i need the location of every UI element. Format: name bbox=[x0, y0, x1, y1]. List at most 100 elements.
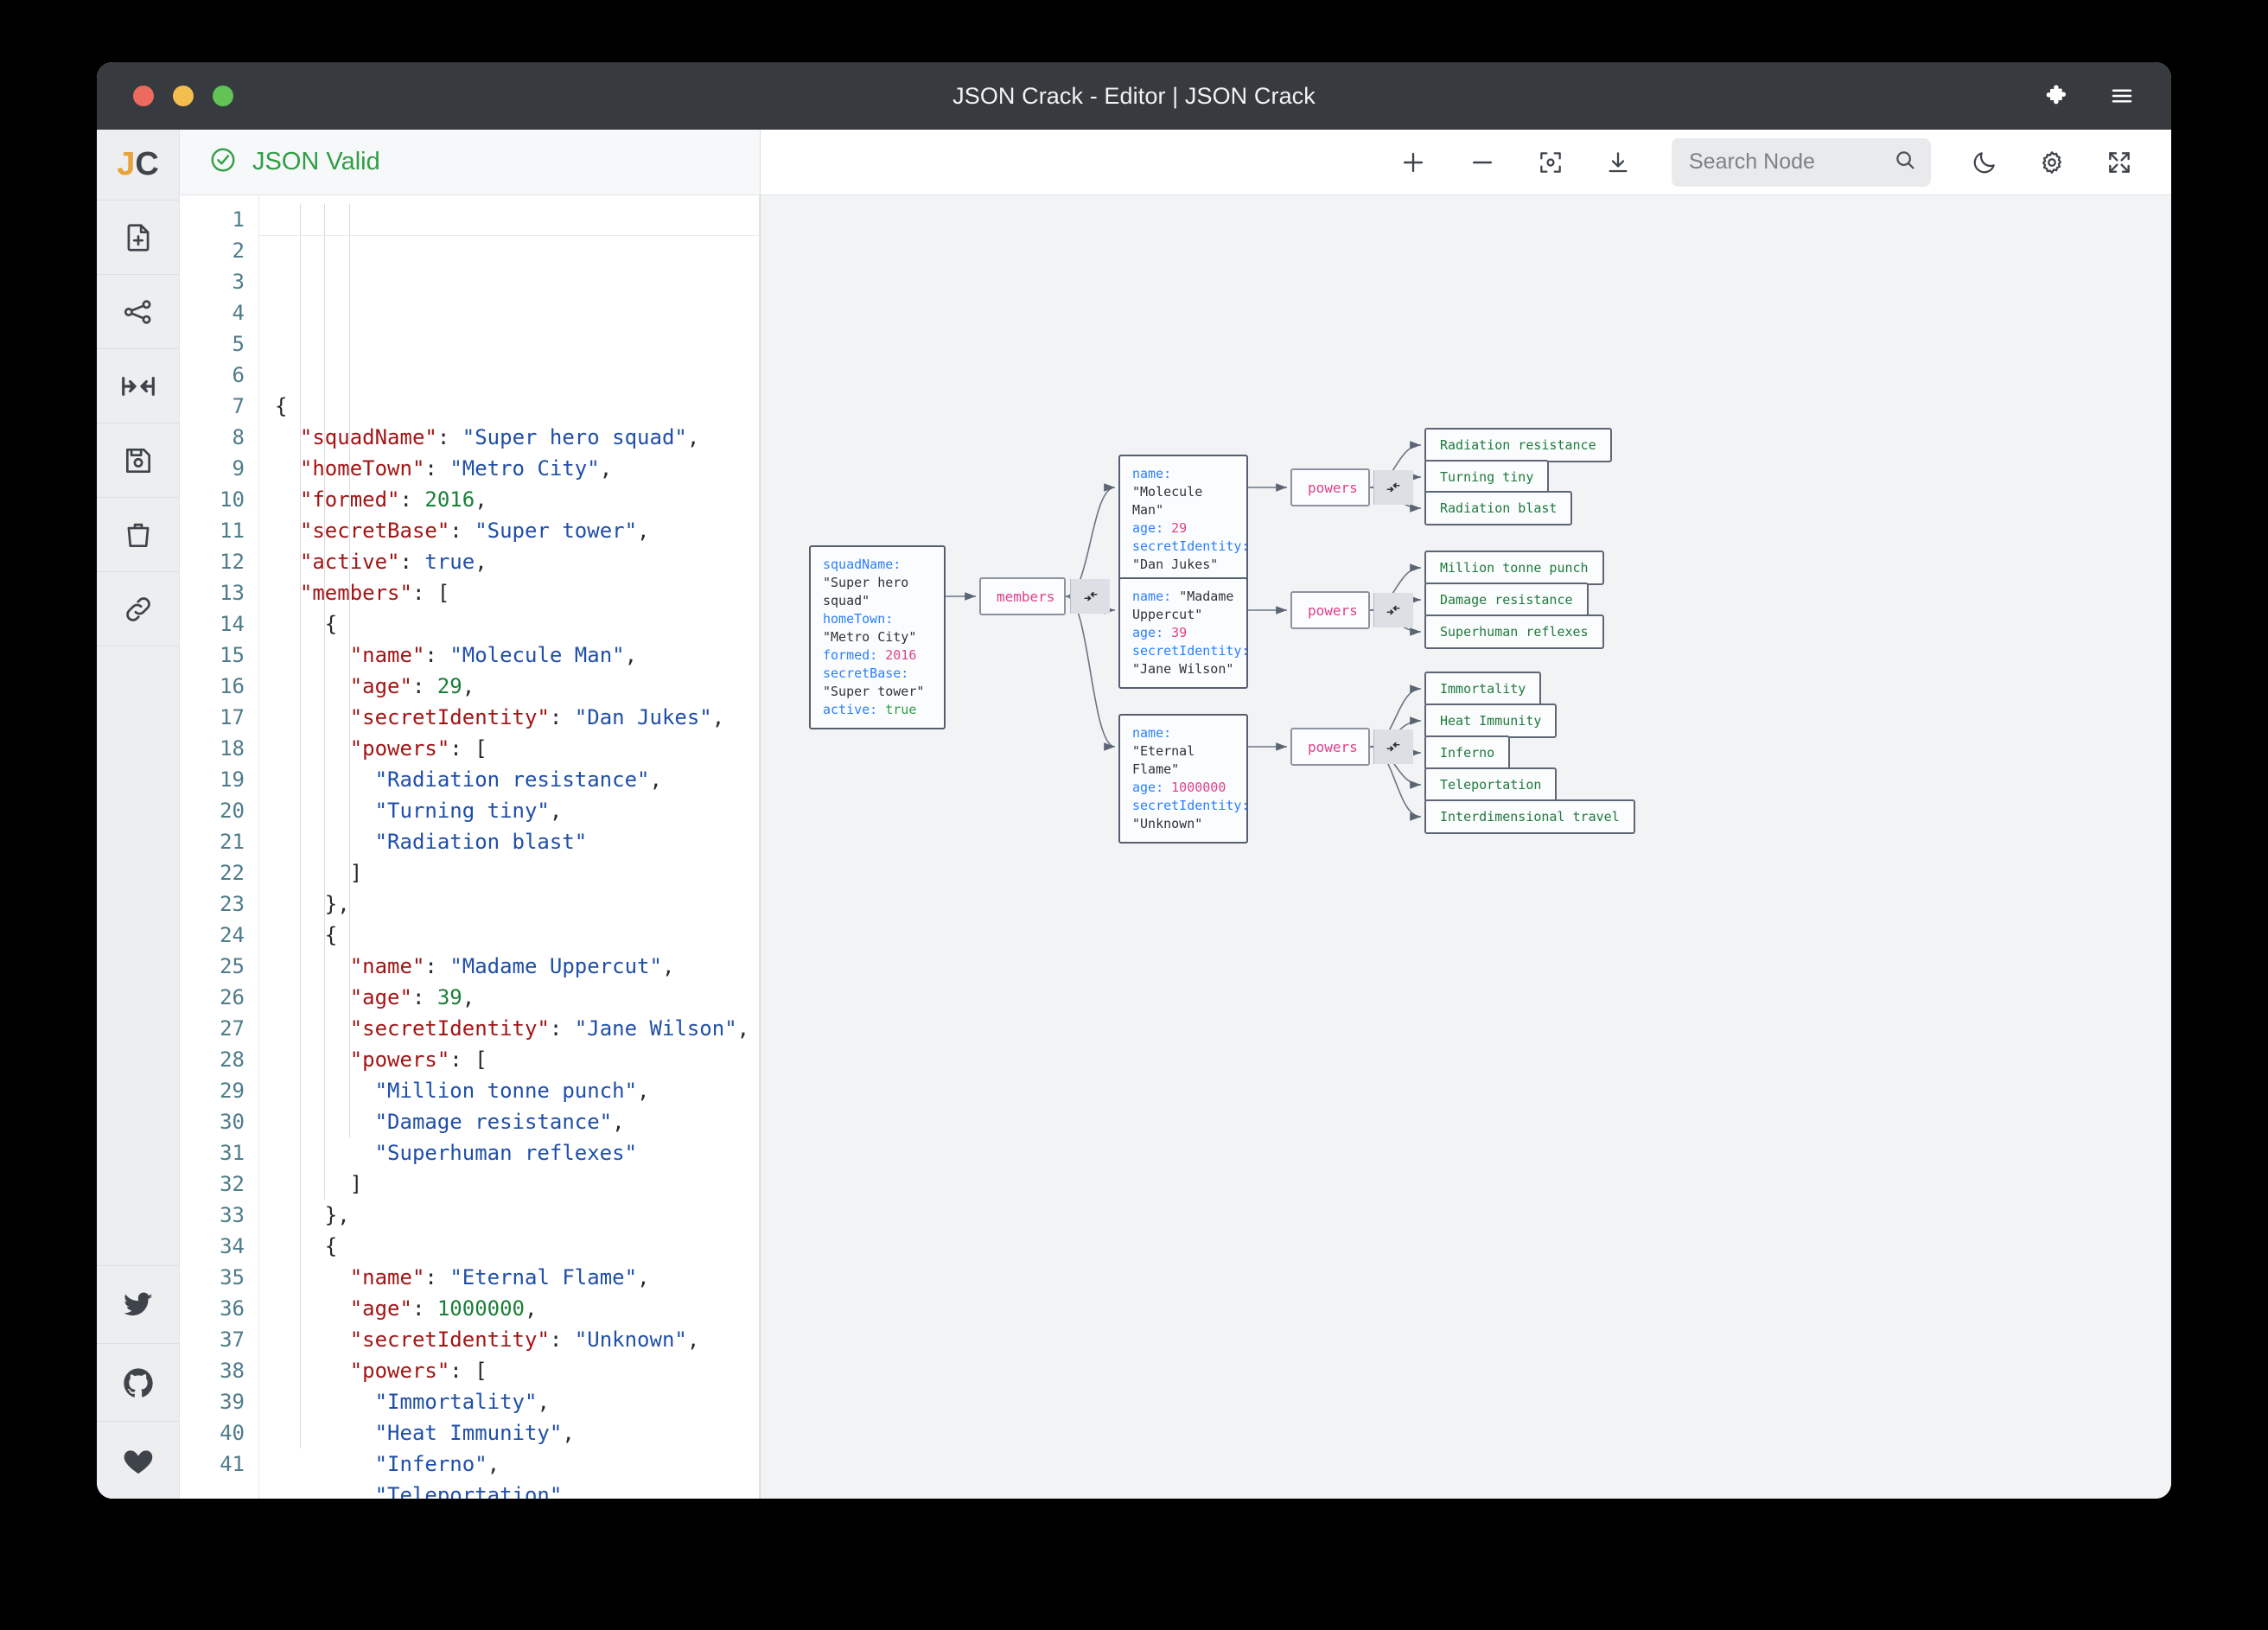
powers-parent-node[interactable]: powers bbox=[1290, 591, 1413, 629]
node-field-value: "Metro City" bbox=[823, 629, 917, 645]
minimize-window-button[interactable] bbox=[173, 86, 194, 106]
code-line[interactable]: "name": "Madame Uppercut", bbox=[275, 951, 760, 982]
gear-icon[interactable] bbox=[2038, 149, 2066, 176]
code-line[interactable]: "age": 39, bbox=[275, 982, 760, 1013]
share-graph-icon[interactable] bbox=[97, 275, 180, 349]
code-line[interactable]: "Superhuman reflexes" bbox=[275, 1137, 760, 1168]
collapse-arrows-icon[interactable] bbox=[1373, 729, 1413, 764]
code-line[interactable]: ] bbox=[275, 1168, 760, 1200]
code-line[interactable]: ] bbox=[275, 857, 760, 888]
members-parent-node[interactable]: members bbox=[979, 577, 1111, 615]
power-leaf-node[interactable]: Million tonne punch bbox=[1424, 551, 1604, 585]
code-token: "Dan Jukes" bbox=[574, 705, 712, 729]
power-leaf-node[interactable]: Immortality bbox=[1424, 672, 1542, 706]
heart-icon[interactable] bbox=[97, 1421, 180, 1499]
line-number: 21 bbox=[220, 830, 245, 854]
code-line[interactable]: "Inferno", bbox=[275, 1449, 760, 1480]
twitter-icon[interactable] bbox=[97, 1265, 180, 1343]
graph-canvas[interactable]: squadName: "Super hero squad"homeTown: "… bbox=[761, 195, 2171, 1499]
power-leaf-node[interactable]: Heat Immunity bbox=[1424, 704, 1558, 738]
code-line[interactable]: "Radiation resistance", bbox=[275, 764, 760, 795]
zoom-out-icon[interactable] bbox=[1468, 148, 1497, 177]
code-line[interactable]: "secretIdentity": "Unknown", bbox=[275, 1324, 760, 1355]
code-content[interactable]: { "squadName": "Super hero squad", "home… bbox=[259, 195, 760, 1499]
code-line[interactable]: }, bbox=[275, 888, 760, 920]
code-line[interactable]: "powers": [ bbox=[275, 733, 760, 764]
code-line[interactable]: "Turning tiny", bbox=[275, 795, 760, 826]
power-leaf-node[interactable]: Interdimensional travel bbox=[1424, 799, 1635, 834]
titlebar-right-controls bbox=[2042, 83, 2135, 109]
save-icon[interactable] bbox=[97, 423, 180, 498]
code-line[interactable]: "powers": [ bbox=[275, 1044, 760, 1075]
code-line[interactable]: "name": "Eternal Flame", bbox=[275, 1262, 760, 1293]
puzzle-extension-icon[interactable] bbox=[2042, 83, 2067, 109]
line-number: 12 bbox=[220, 550, 245, 574]
power-leaf-node[interactable]: Teleportation bbox=[1424, 767, 1558, 802]
powers-parent-node[interactable]: powers bbox=[1290, 728, 1413, 766]
download-icon[interactable] bbox=[1604, 149, 1632, 176]
code-token bbox=[275, 1452, 375, 1476]
line-number: 6 bbox=[232, 363, 245, 387]
moon-icon[interactable] bbox=[1971, 149, 1998, 176]
center-view-icon[interactable] bbox=[1537, 149, 1564, 176]
collapse-arrows-icon[interactable] bbox=[1373, 470, 1413, 505]
code-line[interactable]: "Damage resistance", bbox=[275, 1106, 760, 1137]
code-token bbox=[275, 1016, 350, 1041]
collapse-expand-icon[interactable] bbox=[97, 349, 180, 423]
code-line[interactable]: "squadName": "Super hero squad", bbox=[275, 422, 760, 453]
power-leaf-node[interactable]: Radiation blast bbox=[1424, 491, 1573, 525]
code-line[interactable]: "powers": [ bbox=[275, 1355, 760, 1386]
code-line[interactable]: { bbox=[275, 391, 760, 422]
code-line[interactable]: "Immortality", bbox=[275, 1386, 760, 1417]
new-document-icon[interactable] bbox=[97, 201, 180, 275]
github-icon[interactable] bbox=[97, 1343, 180, 1421]
code-line[interactable]: { bbox=[275, 920, 760, 951]
code-line[interactable]: "homeTown": "Metro City", bbox=[275, 453, 760, 484]
code-token: "Jane Wilson" bbox=[574, 1016, 737, 1041]
hamburger-menu-icon[interactable] bbox=[2109, 83, 2135, 109]
code-line[interactable]: "Radiation blast" bbox=[275, 826, 760, 857]
maximize-window-button[interactable] bbox=[213, 86, 233, 106]
root-object-node[interactable]: squadName: "Super hero squad"homeTown: "… bbox=[809, 545, 946, 729]
power-leaf-node[interactable]: Turning tiny bbox=[1424, 460, 1550, 494]
code-line[interactable]: "formed": 2016, bbox=[275, 484, 760, 515]
code-line[interactable]: "Heat Immunity", bbox=[275, 1417, 760, 1449]
search-icon[interactable] bbox=[1893, 148, 1917, 176]
code-line[interactable]: "members": [ bbox=[275, 577, 760, 608]
code-line[interactable]: "secretBase": "Super tower", bbox=[275, 515, 760, 546]
power-leaf-node[interactable]: Superhuman reflexes bbox=[1424, 614, 1604, 649]
collapse-arrows-icon[interactable] bbox=[1070, 579, 1111, 614]
node-field: age: 1000000 bbox=[1132, 779, 1234, 797]
fullscreen-icon[interactable] bbox=[2106, 149, 2133, 176]
code-token bbox=[275, 456, 300, 481]
code-line[interactable]: { bbox=[275, 1231, 760, 1262]
code-line[interactable]: "Teleportation", bbox=[275, 1480, 760, 1499]
code-line[interactable]: "secretIdentity": "Jane Wilson", bbox=[275, 1013, 760, 1044]
close-window-button[interactable] bbox=[133, 86, 154, 106]
power-leaf-node[interactable]: Inferno bbox=[1424, 735, 1511, 770]
search-input[interactable] bbox=[1689, 150, 1884, 175]
code-line[interactable]: "Million tonne punch", bbox=[275, 1075, 760, 1106]
code-line[interactable]: }, bbox=[275, 1200, 760, 1231]
zoom-in-icon[interactable] bbox=[1398, 148, 1428, 177]
node-field-value: "Molecule Man" bbox=[1132, 484, 1203, 518]
delete-icon[interactable] bbox=[97, 498, 180, 572]
code-line[interactable]: "age": 29, bbox=[275, 671, 760, 702]
search-node-box[interactable] bbox=[1672, 137, 1931, 187]
line-number: 23 bbox=[220, 892, 245, 916]
link-icon[interactable] bbox=[97, 572, 180, 646]
code-line[interactable]: "name": "Molecule Man", bbox=[275, 640, 760, 671]
code-line[interactable]: "active": true, bbox=[275, 546, 760, 577]
collapse-arrows-icon[interactable] bbox=[1373, 593, 1413, 627]
power-leaf-node[interactable]: Damage resistance bbox=[1424, 583, 1589, 617]
code-line[interactable]: { bbox=[275, 608, 760, 640]
code-line[interactable]: "secretIdentity": "Dan Jukes", bbox=[275, 702, 760, 733]
power-leaf-node[interactable]: Radiation resistance bbox=[1424, 428, 1612, 462]
code-line[interactable]: "age": 1000000, bbox=[275, 1293, 760, 1324]
powers-parent-node[interactable]: powers bbox=[1290, 468, 1413, 506]
